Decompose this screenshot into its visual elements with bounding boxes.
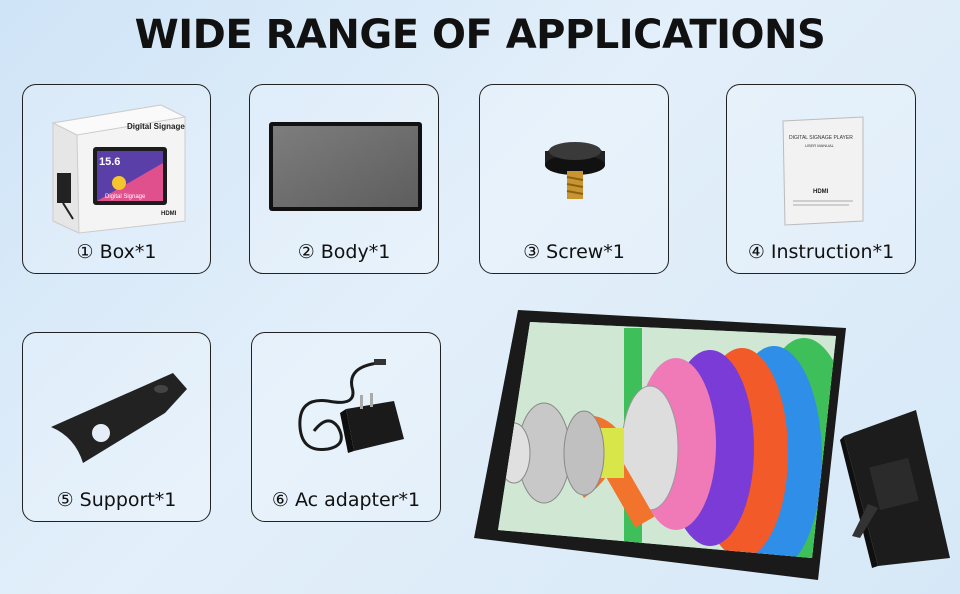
box-brand-text: Digital Signage [127, 122, 185, 131]
manual-subtitle-text: USER MANUAL [805, 143, 835, 148]
box-sub-text: Digital Signage [105, 194, 146, 200]
item-card-support: ⑤ Support*1 [22, 332, 211, 522]
body-image [269, 122, 422, 211]
screw-image [545, 142, 605, 199]
item-label-adapter: ⑥ Ac adapter*1 [271, 489, 421, 511]
manual-logo-text: HDMI [813, 189, 829, 195]
monitor-back-image [840, 410, 950, 568]
item-label-instruction: ④ Instruction*1 [747, 241, 895, 263]
adapter-image [298, 359, 404, 453]
item-card-body: ② Body*1 [249, 84, 439, 274]
item-card-adapter: ⑥ Ac adapter*1 [251, 332, 441, 522]
item-label-box: ① Box*1 [76, 241, 157, 263]
box-logo-text: HDMI [161, 211, 177, 217]
item-label-body: ② Body*1 [297, 241, 391, 263]
page-title: WIDE RANGE OF APPLICATIONS [134, 12, 826, 58]
manual-image: DIGITAL SIGNAGE PLAYER USER MANUAL HDMI [782, 116, 864, 226]
item-card-screw: ③ Screw*1 [479, 84, 669, 274]
monitor-gears-image [474, 310, 846, 580]
item-card-box: Digital Signage 15.6 Digital Signage HDM… [22, 84, 211, 274]
item-label-support: ⑤ Support*1 [56, 489, 177, 511]
item-label-screw: ③ Screw*1 [523, 241, 625, 263]
item-card-instruction: DIGITAL SIGNAGE PLAYER USER MANUAL HDMI … [726, 84, 916, 274]
manual-title-text: DIGITAL SIGNAGE PLAYER [789, 135, 853, 141]
box-size-text: 15.6 [99, 156, 120, 168]
box-image: Digital Signage 15.6 Digital Signage HDM… [51, 104, 187, 234]
support-image [51, 373, 187, 463]
